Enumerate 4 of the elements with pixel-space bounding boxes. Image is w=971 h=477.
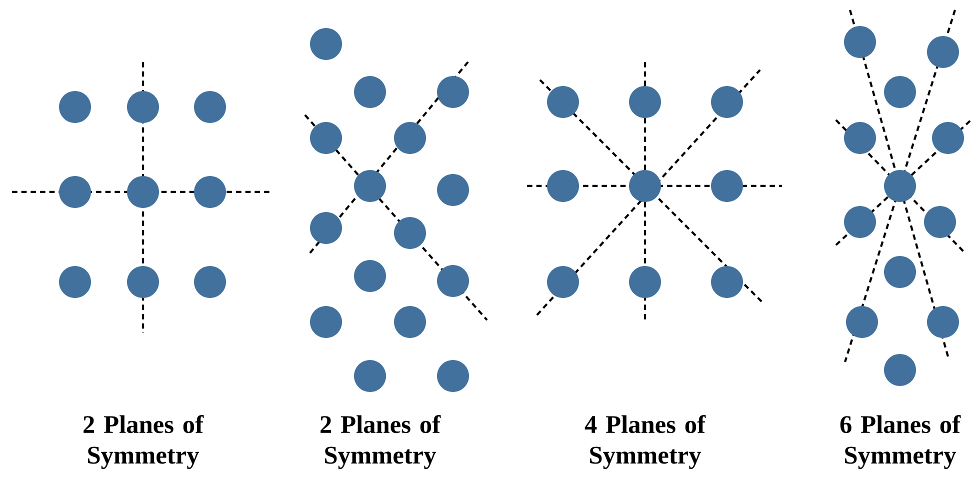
caption-text: 4 Planes of Symmetry bbox=[584, 415, 706, 469]
caption-text: 2 Planes of Symmetry bbox=[320, 415, 441, 469]
caption-text: 6 Planes of Symmetry bbox=[840, 415, 961, 469]
caption-text: 2 Planes of Symmetry bbox=[84, 415, 204, 469]
